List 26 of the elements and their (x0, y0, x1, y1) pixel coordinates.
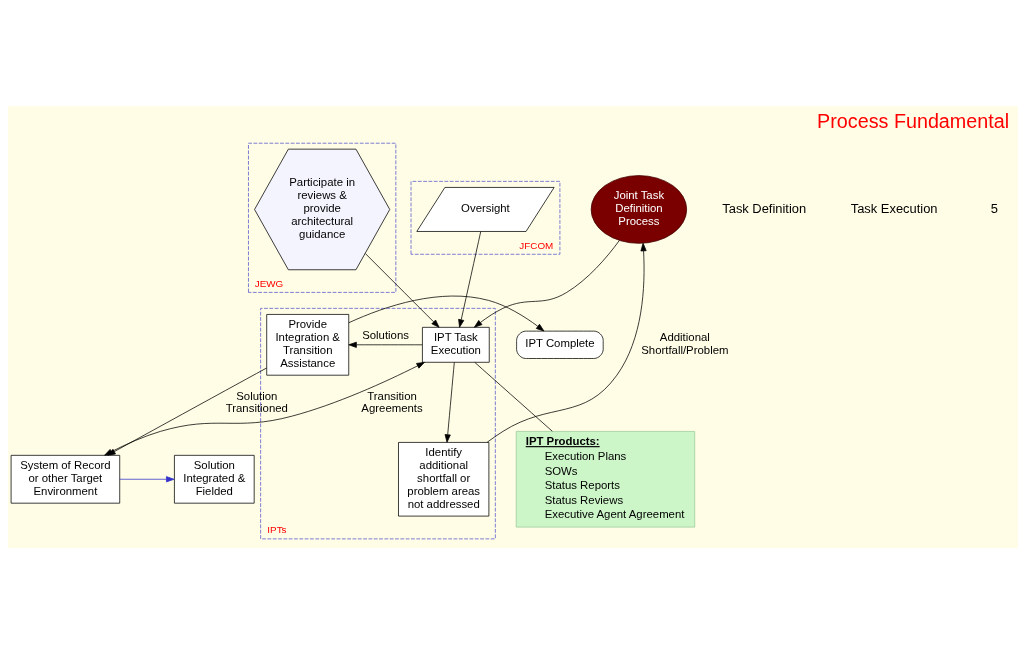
node-box: IPT Task Execution (422, 326, 490, 363)
arrow (348, 341, 423, 348)
label: 5 (990, 200, 998, 216)
arrow (486, 242, 647, 443)
arrow (474, 240, 620, 328)
edge-label: Transition Agreements (361, 389, 423, 415)
edge-label: Additional Shortfall/Problem (641, 331, 729, 356)
node-box: Provide Integration & Transition Assistance (266, 314, 350, 376)
node-ellipse: Joint Task Definition Process (590, 175, 688, 244)
arrow (348, 295, 545, 332)
arrow (107, 367, 267, 456)
arrow (458, 231, 482, 328)
arrow (444, 362, 455, 443)
node-box: IPT Complete (516, 330, 604, 359)
label: Task Definition (722, 200, 807, 216)
node-box: IPT Products: Execution Plans SOWs Status Reports Status Reviews Executive Agent Agreement (515, 431, 696, 528)
arrow (119, 476, 175, 483)
edge-label: Solution Transitioned (225, 389, 288, 415)
edge-label: Solutions (362, 328, 409, 341)
node-box: Identify additional shortfall or problem areas not addressed (398, 442, 490, 517)
diagram-title: Process Fundamental (817, 109, 1010, 132)
node-box: Solution Integrated & Fielded (174, 454, 255, 504)
label: Task Execution (850, 200, 938, 216)
arrow (365, 253, 440, 328)
node-box: System of Record or other Target Environment (10, 454, 121, 504)
connector (474, 362, 553, 432)
